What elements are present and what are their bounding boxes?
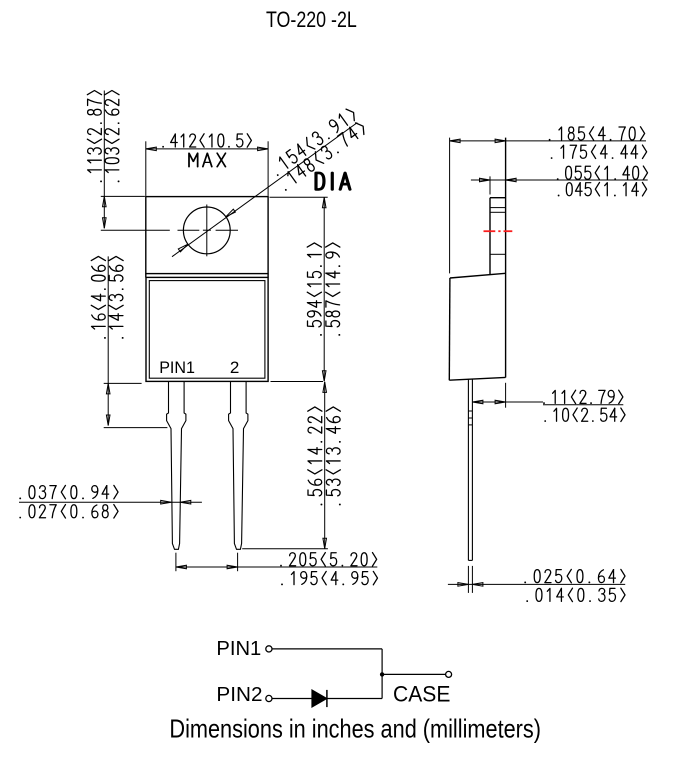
svg-text:2: 2: [230, 358, 239, 377]
svg-text:Dimensions in inches and (mill: Dimensions in inches and (millimeters): [169, 714, 541, 744]
svg-text:PIN1: PIN1: [216, 637, 261, 660]
svg-text:PIN2: PIN2: [216, 683, 262, 706]
svg-text:TO-220 -2L: TO-220 -2L: [266, 7, 357, 32]
svg-text:CASE: CASE: [393, 681, 450, 706]
svg-text:PIN1: PIN1: [159, 358, 195, 377]
